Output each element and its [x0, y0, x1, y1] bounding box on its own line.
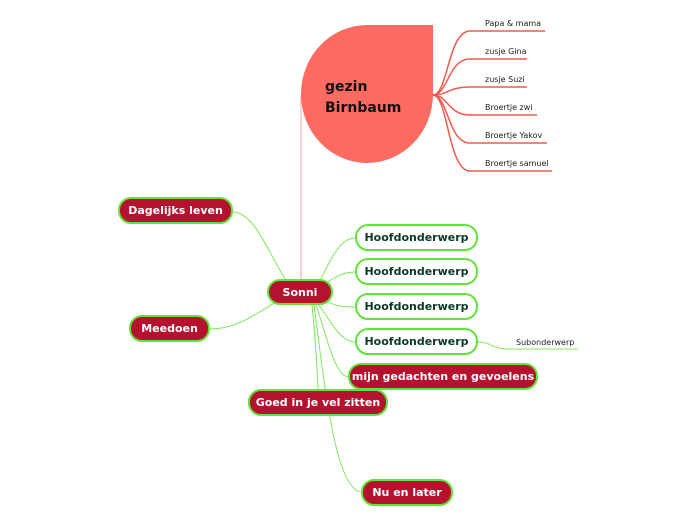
- family-member-gina[interactable]: zusje Gina: [485, 47, 527, 56]
- branch-suzi: [432, 86, 527, 96]
- line-to-topic-4: [317, 303, 356, 343]
- node-now-later[interactable]: Nu en later: [361, 479, 453, 506]
- line-to-now-later: [313, 304, 363, 493]
- node-thoughts-feelings[interactable]: mijn gedachten en gevoelens: [348, 363, 538, 390]
- family-title-line1: gezin: [325, 79, 368, 95]
- node-topic-4[interactable]: Hoofdonderwerp: [355, 328, 478, 355]
- node-topic-2[interactable]: Hoofdonderwerp: [355, 258, 478, 285]
- family-root-label: gezin Birnbaum: [325, 77, 425, 119]
- branch-papa-mama: [432, 30, 545, 96]
- line-to-subtopic: [476, 341, 578, 350]
- node-center-sonni[interactable]: Sonni: [267, 279, 333, 305]
- line-to-thoughts: [315, 304, 350, 378]
- node-topic-1[interactable]: Hoofdonderwerp: [355, 224, 478, 251]
- node-topic-3[interactable]: Hoofdonderwerp: [355, 293, 478, 320]
- branch-gina: [432, 58, 527, 96]
- family-member-samuel[interactable]: Broertje samuel: [485, 159, 549, 168]
- family-member-suzi[interactable]: zusje Suzi: [485, 75, 525, 84]
- line-to-comfort: [311, 304, 319, 391]
- family-member-zwi[interactable]: Broertje zwi: [485, 103, 533, 112]
- line-to-participate: [209, 299, 281, 330]
- family-title-line2: Birnbaum: [325, 100, 402, 116]
- node-participate[interactable]: Meedoen: [129, 315, 210, 342]
- node-comfort[interactable]: Goed in je vel zitten: [248, 389, 388, 416]
- node-daily-life[interactable]: Dagelijks leven: [118, 197, 233, 224]
- subtopic-label[interactable]: Subonderwerp: [516, 338, 575, 347]
- line-to-topic-1: [317, 237, 356, 286]
- branch-samuel: [432, 94, 552, 172]
- family-member-yakov[interactable]: Broertje Yakov: [485, 131, 543, 140]
- family-root-node[interactable]: [301, 25, 433, 163]
- family-member-papa-mama[interactable]: Papa & mama: [485, 19, 542, 28]
